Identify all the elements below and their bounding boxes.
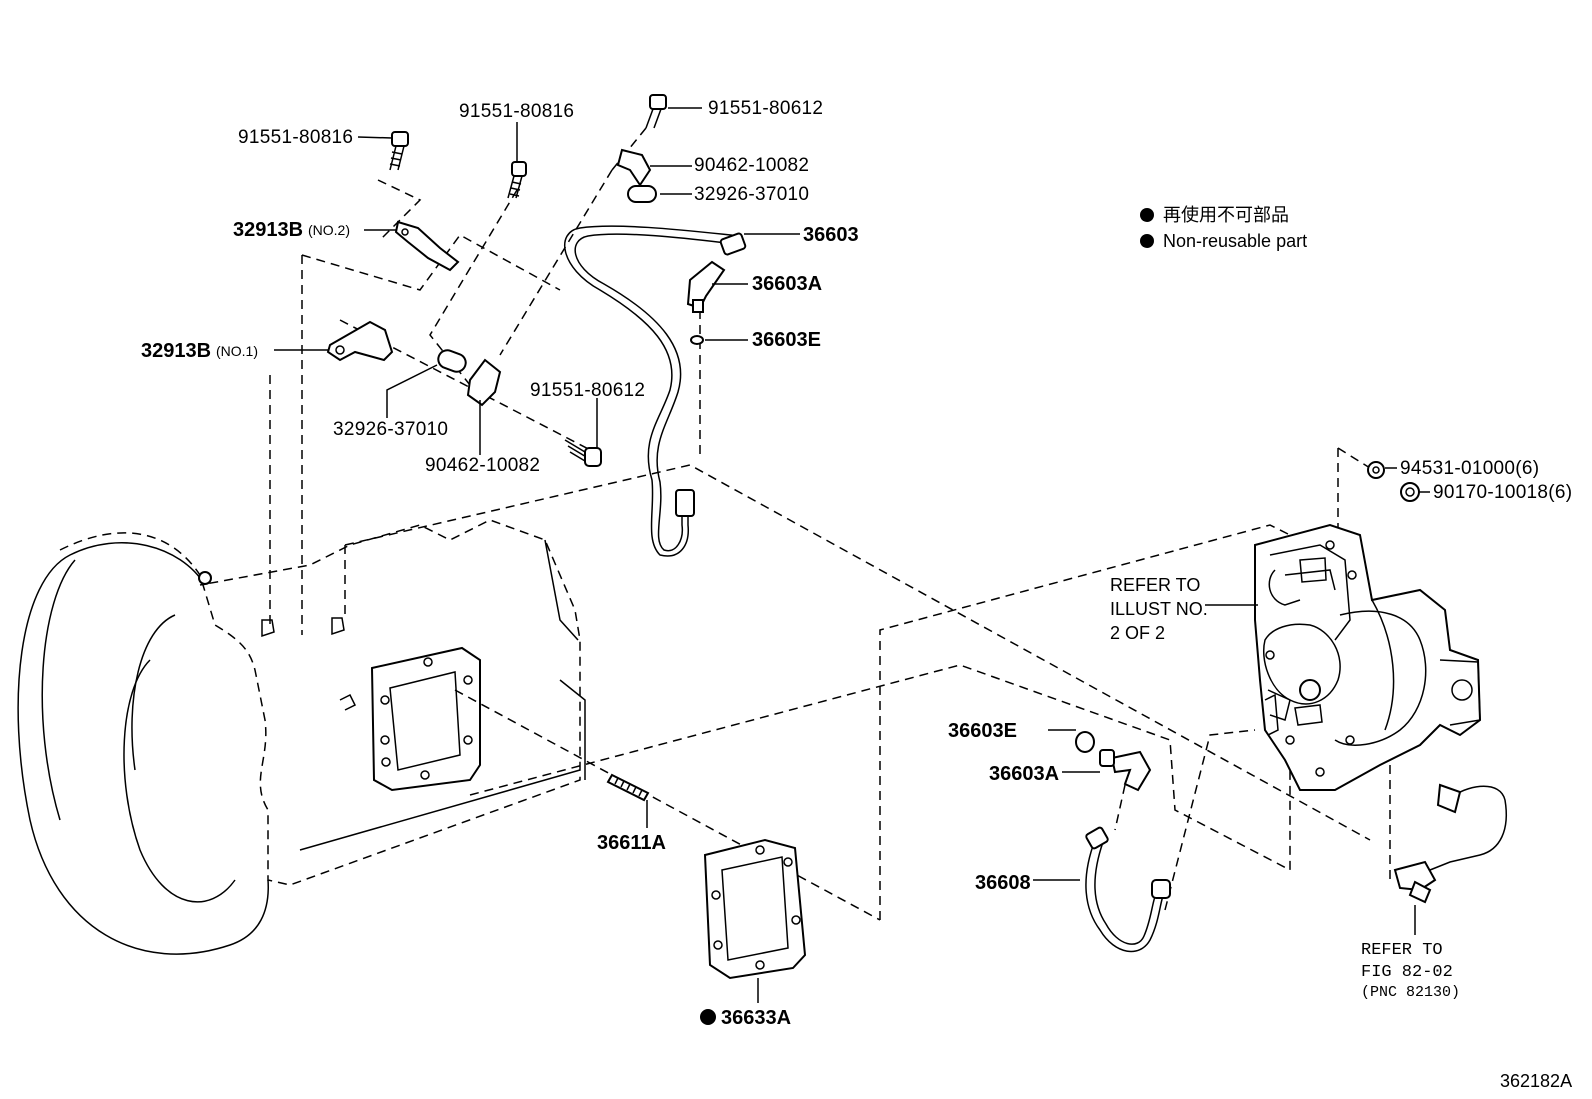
refer-illust-line2: ILLUST NO. [1110,599,1208,619]
legend-ja: 再使用不可部品 [1163,205,1289,225]
sleeve-icon [437,349,467,373]
fitting-icon [686,260,726,313]
pipe-36608 [1085,826,1171,953]
label-36611A: 36611A [597,832,666,854]
oring-icon [1075,731,1095,753]
label-36608: 36608 [975,872,1031,894]
label-no2-suffix: (NO.2) [308,222,350,238]
label-32926-37010-top: 32926-37010 [694,184,809,205]
label-90462-10082-mid: 90462-10082 [425,455,540,476]
label-91551-80816-left: 91551-80816 [238,127,353,148]
label-32913B-no2: 32913B [233,219,303,241]
bolt-icon [507,161,527,199]
bolt-icon [389,131,409,171]
illustration-code: 362182A [1500,1071,1572,1091]
pto-unit [1254,523,1482,791]
bracket-no1-icon [326,320,394,362]
refer-illust-line3: 2 OF 2 [1110,623,1165,643]
label-91551-80612-mid: 91551-80612 [530,380,645,401]
pto-opening [370,646,481,792]
label-36603E-low: 36603E [948,720,1017,742]
non-reusable-marker-icon [700,1009,716,1025]
label-94531-01000: 94531-01000(6) [1400,458,1539,479]
sleeve-icon [627,185,657,203]
nut-icon [1367,461,1385,479]
gasket-icon [703,838,807,980]
legend-en: Non-reusable part [1163,231,1307,251]
stud-icon [606,773,650,802]
bolt-icon [645,94,667,129]
label-91551-80816-mid: 91551-80816 [459,101,574,122]
oring-icon [690,335,704,345]
transmission-housing [17,519,586,955]
refer-illust-line1: REFER TO [1110,575,1200,595]
label-36633A: 36633A [721,1007,791,1029]
label-36603A-low: 36603A [989,763,1059,785]
label-90170-10018: 90170-10018(6) [1433,482,1572,503]
leader-lines [274,107,1430,1003]
switch-harness [1393,783,1507,904]
refer-fig-line3: (PNC 82130) [1361,984,1460,1001]
fitting-icon [1099,749,1152,792]
bracket-no2-icon [394,220,460,272]
refer-fig-line2: FIG 82-02 [1361,963,1453,982]
pipe-36603 [564,225,747,557]
legend-bullet-icon [1140,208,1154,222]
legend-bullet-icon [1140,234,1154,248]
label-32926-37010-mid: 32926-37010 [333,419,448,440]
bolt-icon [564,439,602,467]
label-36603: 36603 [803,224,859,246]
clamp-icon [616,148,652,187]
clamp-icon [466,358,502,407]
washer-icon [1400,482,1420,502]
refer-fig-line1: REFER TO [1361,941,1443,960]
label-91551-80612-top: 91551-80612 [708,98,823,119]
label-90462-10082-top: 90462-10082 [694,155,809,176]
label-36603A-top: 36603A [752,273,822,295]
label-no1-suffix: (NO.1) [216,343,258,359]
label-32913B-no1: 32913B [141,340,211,362]
label-36603E-top: 36603E [752,329,821,351]
